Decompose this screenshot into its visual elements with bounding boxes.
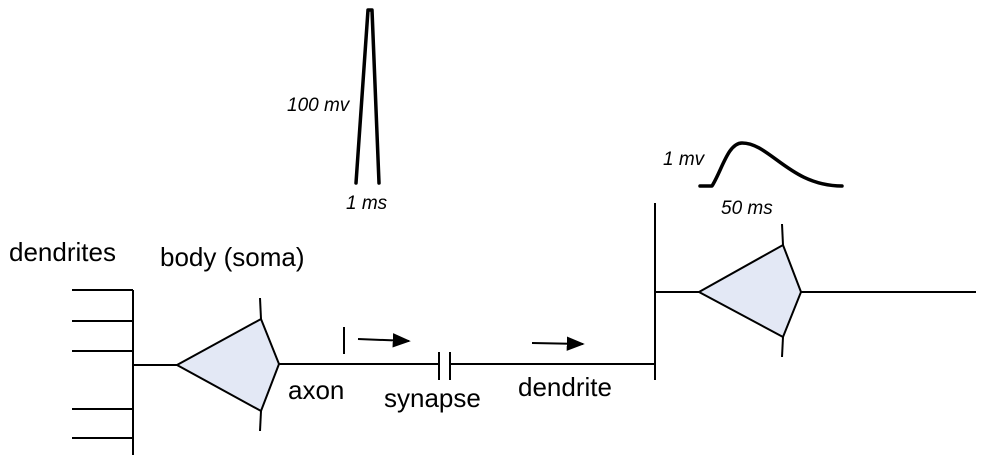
- spike-amplitude-label: 100 mv: [287, 95, 351, 116]
- synapse-label: synapse: [384, 383, 481, 413]
- dendrites-label: dendrites: [9, 237, 116, 267]
- psp-amplitude-label: 1 mv: [663, 149, 706, 170]
- axon-direction-arrow: [357, 333, 411, 348]
- soma-process: [259, 297, 262, 320]
- postsynaptic-soma: [696, 223, 976, 358]
- dendrite-direction-arrow: [531, 336, 585, 351]
- presynaptic-soma: [174, 297, 281, 432]
- spike-duration-label: 1 ms: [346, 193, 388, 214]
- axon-label: axon: [288, 375, 344, 405]
- postsynaptic-dendrite: [450, 203, 699, 380]
- psp-duration-label: 50 ms: [721, 198, 773, 219]
- soma-process: [781, 336, 784, 358]
- soma-label: body (soma): [160, 242, 305, 272]
- soma-process: [781, 223, 784, 246]
- synapse-gap: [438, 352, 451, 380]
- dendrite-label: dendrite: [518, 372, 612, 402]
- soma-process: [259, 410, 262, 432]
- presynaptic-dendrites: [72, 289, 177, 455]
- postsynaptic-potential-waveform: [698, 141, 844, 188]
- soma-body: [174, 317, 281, 413]
- action-potential-waveform: [354, 8, 381, 185]
- soma-body: [696, 243, 803, 339]
- axon-path: [279, 327, 439, 365]
